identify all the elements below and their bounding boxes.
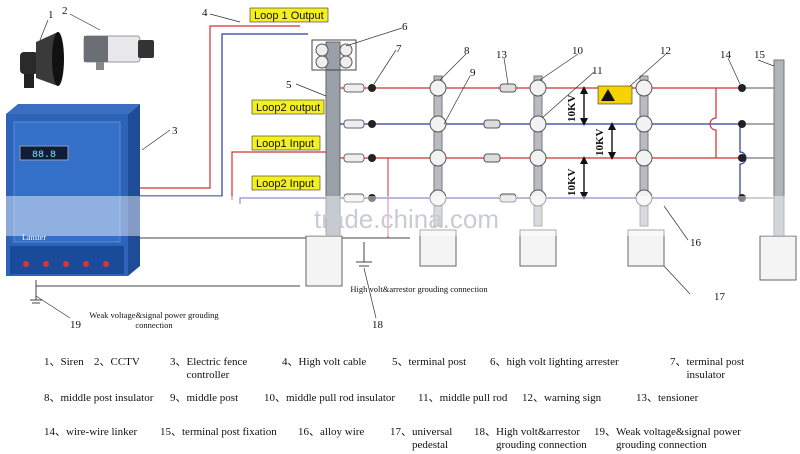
callout-13: 13	[496, 49, 508, 61]
legend-item-13: 13、tensioner	[636, 392, 699, 404]
legend-item-17: 17、universal pedestal	[390, 426, 453, 451]
legend-item-7: 7、terminal post insulator	[670, 356, 745, 381]
legend-item-5: 5、terminal post	[392, 356, 467, 368]
legend-item-1: 1、Siren	[44, 356, 84, 368]
callout-5: 5	[286, 79, 292, 91]
loop1-output-label: Loop 1 Output	[254, 10, 324, 22]
siren-icon	[20, 32, 64, 88]
loop1-input-label: Loop1 Input	[256, 138, 314, 150]
callout-11: 11	[592, 65, 603, 77]
legend-item-19: 19、Weak voltage&signal power grouding co…	[594, 426, 741, 451]
legend-item-16: 16、alloy wire	[298, 426, 365, 438]
legend-item-8: 8、middle post insulator	[44, 392, 154, 404]
callout-14: 14	[720, 49, 732, 61]
callout-4: 4	[202, 7, 208, 19]
warning-sign-icon	[597, 85, 633, 105]
legend-item-10: 10、middle pull rod insulator	[264, 392, 396, 404]
legend-item-4: 4、High volt cable	[282, 356, 367, 368]
callout-15: 15	[754, 49, 766, 61]
cctv-icon	[83, 35, 154, 70]
controller-brand: Lanster	[22, 233, 46, 242]
note-18: High volt&arrestor grouding connection	[350, 284, 488, 294]
legend-item-9: 9、middle post	[170, 392, 239, 404]
legend: 1、Siren 2、CCTV 3、Electric fence controll…	[0, 356, 800, 454]
callout-17: 17	[714, 291, 726, 303]
callout-9: 9	[470, 67, 476, 79]
callout-8: 8	[464, 45, 470, 57]
callout-19: 19	[70, 319, 82, 331]
fence-wiring-diagram: 88.8 Lanster Loop 1 Output Loop2 output …	[6, 5, 797, 331]
callout-16: 16	[690, 237, 702, 249]
callout-7: 7	[396, 43, 402, 55]
voltage-label-2: 10KV	[594, 128, 606, 156]
voltage-label-3: 10KV	[566, 168, 578, 196]
callout-12: 12	[660, 45, 671, 57]
lightning-arrester-icon	[311, 39, 357, 71]
svg-text:88.8: 88.8	[32, 150, 56, 161]
legend-item-3: 3、Electric fence controller	[170, 356, 248, 381]
callout-10: 10	[572, 45, 584, 57]
legend-item-12: 12、warning sign	[522, 392, 602, 404]
legend-item-14: 14、wire-wire linker	[44, 426, 138, 438]
callout-2: 2	[62, 5, 68, 17]
voltage-label-1: 10KV	[566, 94, 578, 122]
callout-18: 18	[372, 319, 384, 331]
watermark-text: trade.china.com	[314, 204, 499, 234]
callout-1: 1	[48, 9, 54, 21]
loop2-input-label: Loop2 Input	[256, 178, 314, 190]
legend-item-18: 18、High volt&arrestor grouding connectio…	[474, 426, 587, 451]
legend-item-15: 15、terminal post fixation	[160, 426, 277, 438]
legend-item-2: 2、CCTV	[94, 356, 140, 368]
callout-3: 3	[172, 125, 178, 137]
note-19: Weak voltage&signal power grouding conne…	[89, 310, 219, 330]
loop2-output-label: Loop2 output	[256, 102, 320, 114]
legend-item-6: 6、high volt lighting arrester	[490, 356, 619, 368]
callout-6: 6	[402, 21, 408, 33]
electric-fence-controller: 88.8 Lanster	[6, 104, 140, 276]
legend-item-11: 11、middle pull rod	[418, 392, 508, 404]
